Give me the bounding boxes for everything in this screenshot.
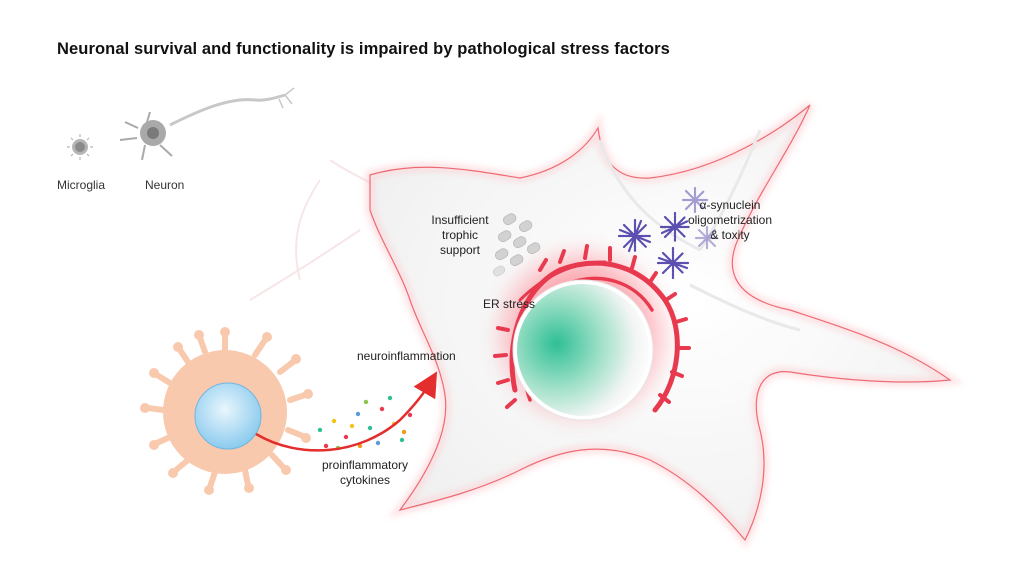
- microglia-nucleus: [194, 382, 262, 450]
- trophic-support-label: Insufficient trophic support: [425, 213, 495, 258]
- trophic-label-line1: Insufficient: [431, 213, 489, 227]
- er-stress-label: ER stress: [483, 297, 536, 311]
- trophic-granules: [492, 213, 541, 277]
- trophic-label-line3: support: [439, 243, 481, 257]
- legend-neuron-label: Neuron: [145, 178, 185, 192]
- cytokines-label-line2: cytokines: [339, 473, 391, 487]
- trophic-label-line2: trophic: [441, 228, 479, 242]
- synuclein-label-line3: & toxity: [710, 228, 750, 242]
- neuroinflammation-label: neuroinflammation: [357, 349, 456, 363]
- neuron-membrane: [369, 104, 952, 542]
- synuclein-aggregates: [617, 186, 720, 280]
- synuclein-label-line1: α-synuclein: [699, 198, 761, 212]
- legend-microglia-label: Microglia: [57, 178, 106, 192]
- synuclein-label: α-synuclein oligometrization & toxity: [675, 198, 785, 243]
- neuron-icon: [119, 87, 295, 161]
- cytokines-label-line1: proinflammatory: [321, 458, 409, 472]
- microglia-icon: [67, 134, 93, 160]
- cytokines-label: proinflammatory cytokines: [310, 458, 420, 488]
- page-title: Neuronal survival and functionality is i…: [57, 40, 670, 58]
- microglia-cell: [140, 327, 313, 495]
- neuroinflammation-arrow: [255, 371, 438, 452]
- synuclein-label-line2: oligometrization: [687, 213, 773, 227]
- nucleus: [512, 279, 654, 421]
